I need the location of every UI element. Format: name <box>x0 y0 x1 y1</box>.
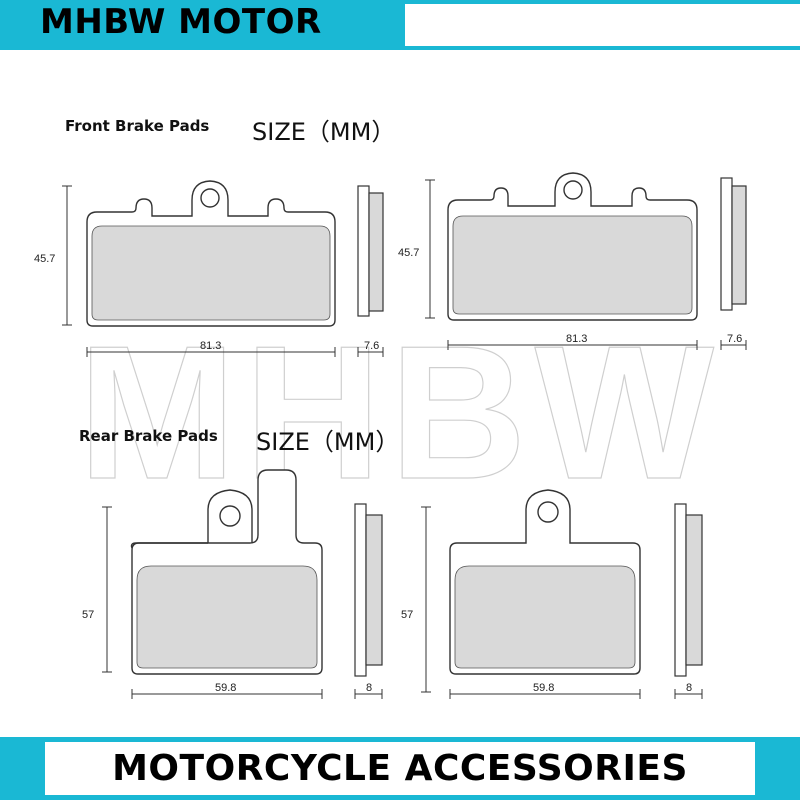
front-pad-left-friction <box>91 225 331 321</box>
footer-tagline: MOTORCYCLE ACCESSORIES <box>112 748 688 789</box>
rear-pad-right-hole <box>537 501 559 523</box>
rear-pad-left-top <box>207 489 253 543</box>
front-left-width-label: 81.3 <box>200 340 221 352</box>
front-pad-left: 45.7 81.3 <box>34 180 336 357</box>
rear-pad-left-friction <box>136 565 318 669</box>
front-right-thickness-label: 7.6 <box>727 333 742 345</box>
rear-pad-right-friction <box>454 565 636 669</box>
front-right-height-label: 45.7 <box>398 247 419 259</box>
rear-section-title: Rear Brake Pads <box>79 427 218 445</box>
rear-right-thickness-label: 8 <box>686 682 692 694</box>
watermark-text: MHBW <box>78 307 722 519</box>
rear-pad-right-side: 8 <box>674 503 703 699</box>
rear-pad-right: 57 59.8 <box>401 489 641 699</box>
footer-white-area <box>45 742 755 795</box>
front-pad-right-hole <box>563 180 583 200</box>
front-left-thickness-label: 7.6 <box>364 340 379 352</box>
front-pad-right: 45.7 81.3 <box>398 172 698 350</box>
front-left-height-label: 45.7 <box>34 253 55 265</box>
front-right-width-label: 81.3 <box>566 333 587 345</box>
front-pad-left-side: 7.6 <box>357 185 384 357</box>
front-pad-left-hole <box>200 188 220 208</box>
front-pad-right-side: 7.6 <box>720 177 747 350</box>
front-pad-right-friction <box>452 215 693 315</box>
rear-pad-left: 57 59.8 <box>82 469 323 699</box>
rear-size-label: SIZE（MM） <box>256 428 400 456</box>
rear-left-height-label: 57 <box>82 609 94 621</box>
rear-pad-left-hole <box>219 505 241 527</box>
front-size-label: SIZE（MM） <box>252 118 396 146</box>
rear-right-height-label: 57 <box>401 609 413 621</box>
brand-title: MHBW MOTOR <box>40 2 322 42</box>
front-section-title: Front Brake Pads <box>65 117 210 135</box>
rear-right-width-label: 59.8 <box>533 682 554 694</box>
rear-pad-left-side: 8 <box>354 503 383 699</box>
rear-left-thickness-label: 8 <box>366 682 372 694</box>
rear-left-width-label: 59.8 <box>215 682 236 694</box>
header-white-area <box>405 4 800 46</box>
